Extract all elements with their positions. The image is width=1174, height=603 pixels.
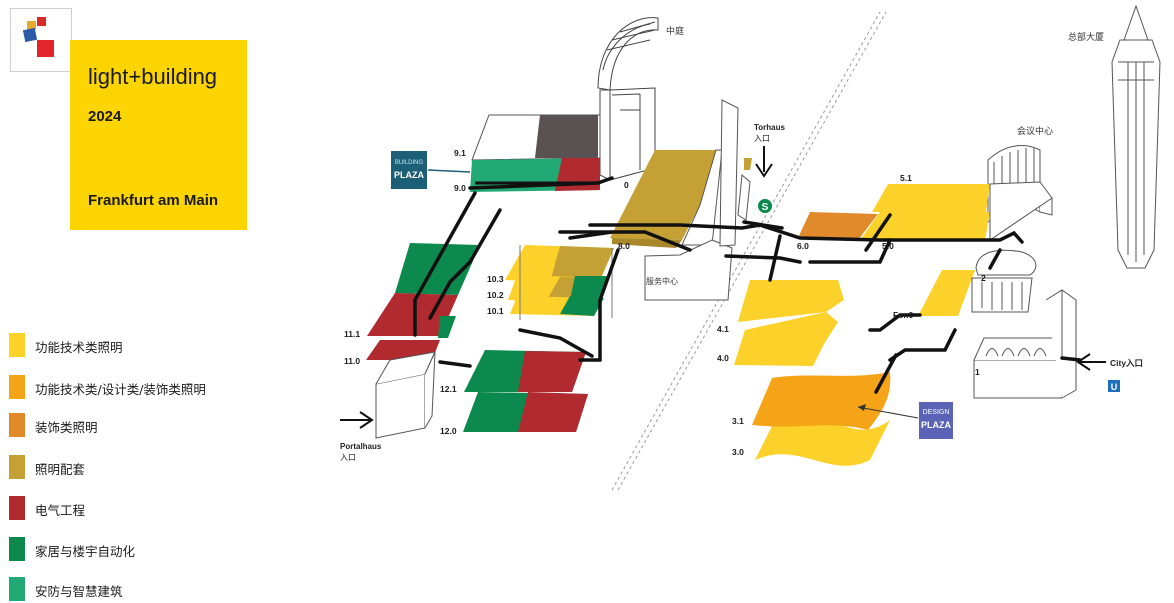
logo-squares-icon [22, 17, 54, 57]
legend-swatch [9, 537, 25, 561]
hall-label-9-1: 9.1 [454, 148, 466, 158]
legend-label: 装饰类照明 [35, 420, 98, 435]
hall-label-4-0: 4.0 [717, 353, 729, 363]
legend: 功能技术类照明 功能技术类/设计类/装饰类照明 装饰类照明 照明配套 电气工程 … [9, 333, 269, 603]
u-bahn-icon [1108, 380, 1120, 392]
legend-item: 安防与智慧建筑 [9, 577, 269, 601]
hall-label-1: 1 [975, 367, 980, 377]
legend-swatch [9, 413, 25, 437]
hall-label-12-0: 12.0 [440, 426, 457, 436]
hall-12 [463, 350, 588, 432]
portalhaus-arrowhead [359, 411, 374, 429]
design-plaza-pointer [857, 406, 919, 419]
hall-label-5-0: 5.0 [882, 241, 894, 251]
hall-label-11-0: 11.0 [344, 356, 360, 366]
legend-swatch [9, 333, 25, 357]
brand-city: Frankfurt am Main [88, 192, 219, 209]
legend-item: 功能技术类照明 [9, 333, 269, 357]
legend-label: 照明配套 [35, 462, 86, 477]
building-plaza-line1: BUILDING [395, 160, 424, 166]
railway-line [611, 11, 881, 491]
city-entrance-label: City入口 [1110, 358, 1143, 368]
legend-item: 装饰类照明 [9, 413, 269, 437]
hall-10 [505, 245, 614, 320]
legend-swatch [9, 375, 25, 399]
design-plaza-sign: DESIGN PLAZA [919, 402, 953, 439]
hall-5 [860, 181, 1053, 241]
legend-item: 照明配套 [9, 455, 269, 479]
legend-swatch [9, 455, 25, 479]
hall-label-10-2: 10.2 [487, 290, 504, 300]
hall-label-forum: For.0 [893, 310, 914, 320]
hall-label-11-1: 11.1 [344, 329, 360, 339]
hall-9 [470, 114, 601, 192]
hall-label-3-0: 3.0 [732, 447, 744, 457]
fair-logo [10, 8, 72, 72]
legend-label: 功能技术类/设计类/装饰类照明 [35, 382, 206, 397]
courtyard-label: 中庭 [666, 25, 684, 36]
brand-name: light+building [88, 64, 218, 89]
legend-swatch [9, 577, 25, 601]
brand-year: 2024 [88, 108, 122, 125]
hall-1-building [973, 289, 1077, 399]
legend-label: 功能技术类照明 [35, 340, 123, 355]
hall-label-3-1: 3.1 [732, 416, 744, 426]
legend-label: 安防与智慧建筑 [35, 584, 123, 599]
legend-label: 电气工程 [35, 503, 86, 518]
hall-3 [752, 372, 891, 466]
hall-label-9-0: 9.0 [454, 183, 466, 193]
design-plaza-arrowhead [858, 404, 866, 411]
legend-item: 功能技术类/设计类/装饰类照明 [9, 375, 269, 399]
courtyard-building [597, 17, 659, 181]
torhaus-entrance-label: 入口 [754, 134, 770, 143]
service-center-label: 服务中心 [646, 276, 678, 286]
hall-4 [734, 280, 844, 366]
headquarters-tower [1111, 4, 1161, 269]
hall-label-12-1: 12.1 [440, 384, 457, 394]
building-plaza-sign: BUILDING PLAZA [391, 151, 427, 189]
hall-label-2: 2 [981, 273, 986, 283]
walkway-network [413, 176, 1082, 394]
portalhaus-label: Portalhaus [340, 442, 382, 451]
forum-hall [918, 270, 975, 316]
legend-swatch [9, 496, 25, 520]
design-plaza-line1: DESIGN [923, 409, 950, 416]
hall-6 [798, 212, 878, 240]
s-bahn-label: S [762, 202, 769, 213]
hall-label-6-0: 6.0 [797, 241, 809, 251]
torhaus-arrowhead [755, 163, 773, 178]
design-plaza-line2: PLAZA [921, 420, 951, 430]
s-bahn-icon [758, 199, 772, 213]
building-plaza-pointer [427, 169, 471, 173]
city-entrance-arrowhead [1076, 353, 1091, 371]
hall-11 [366, 243, 480, 360]
hall-label-10-1: 10.1 [487, 306, 504, 316]
hall-label-10-3: 10.3 [487, 274, 504, 284]
u-bahn-label: U [1111, 382, 1118, 392]
hall-label-4-1: 4.1 [717, 324, 729, 334]
legend-label: 家居与楼宇自动化 [35, 544, 136, 559]
legend-item: 家居与楼宇自动化 [9, 537, 269, 561]
portalhaus-building [375, 351, 436, 439]
hall-label-8-0: 8.0 [618, 241, 630, 251]
hall-label-5-1: 5.1 [900, 173, 912, 183]
torhaus-label: Torhaus [754, 123, 786, 132]
congress-center-label: 会议中心 [1017, 125, 1053, 136]
building-plaza-line2: PLAZA [394, 170, 424, 180]
hall-8 [610, 99, 752, 301]
brand-panel: light+building 2024 Frankfurt am Main [70, 40, 247, 230]
legend-item: 电气工程 [9, 496, 269, 520]
hall-label-0: 0 [624, 180, 629, 190]
railway-line [617, 11, 887, 491]
headquarters-label: 总部大厦 [1068, 31, 1104, 42]
portalhaus-entrance-label: 入口 [340, 453, 356, 462]
